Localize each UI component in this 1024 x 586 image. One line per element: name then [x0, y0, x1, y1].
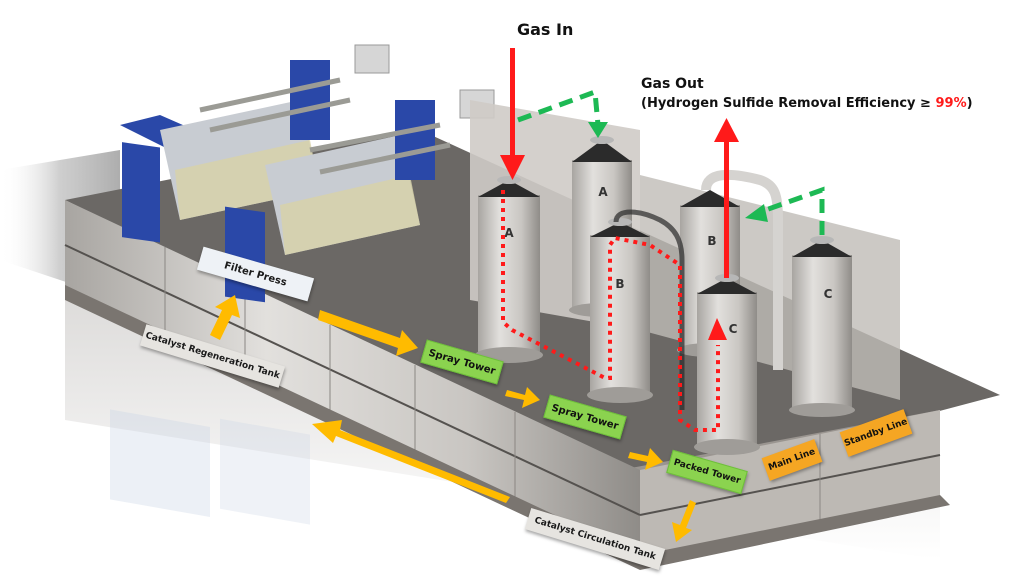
tower-letter-main-b: B	[615, 277, 624, 291]
tower-letter-main-a: A	[504, 226, 514, 240]
liquid-flow-arrow-return-to-regeneration	[312, 420, 510, 503]
gas-out-arrow	[714, 118, 739, 278]
gas-in-arrow	[500, 48, 525, 180]
liquid-flow-arrow-spray2-to-packed	[628, 448, 663, 470]
tower-letter-standby-c: C	[824, 287, 833, 301]
efficiency-label: (Hydrogen Sulfide Removal Efficiency ≥ 9…	[641, 96, 973, 111]
efficiency-prefix: (Hydrogen Sulfide Removal Efficiency ≥	[641, 96, 936, 111]
gas-in-label: Gas In	[517, 20, 574, 39]
main-tower-c	[694, 274, 760, 455]
gas-flow-arrowhead	[708, 318, 727, 340]
efficiency-suffix: )	[966, 96, 973, 111]
gas-flow-path	[501, 190, 720, 432]
liquid-flow-arrow-down-to-circulation	[672, 500, 696, 542]
liquid-flow-arrow-filter-to-spray	[318, 310, 418, 356]
tower-letter-standby-a: A	[598, 185, 608, 199]
main-tower-b	[587, 218, 653, 403]
main-tower-a	[475, 176, 543, 363]
standby-tower-c	[789, 236, 855, 417]
efficiency-value: 99%	[935, 96, 967, 111]
gas-out-label: Gas Out	[641, 76, 704, 92]
tower-letter-standby-b: B	[707, 234, 716, 248]
tower-letter-main-c: C	[729, 322, 738, 336]
main-crossover-pipe	[613, 209, 685, 410]
standby-flow-path-2	[745, 186, 825, 235]
liquid-flow-arrow-spray1-to-spray2	[505, 387, 540, 408]
liquid-flow-arrow-to-filter	[210, 295, 240, 340]
standby-flow-path-1	[517, 88, 608, 138]
